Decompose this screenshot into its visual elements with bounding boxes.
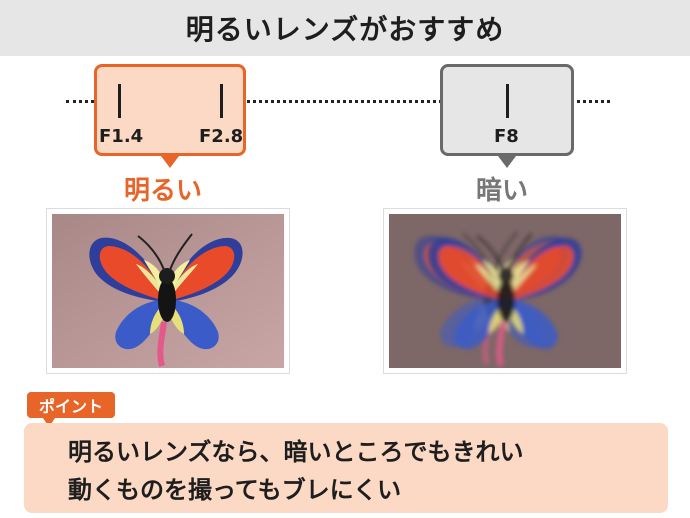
point-line-2: 動くものを撮ってもブレにくい — [68, 476, 402, 504]
tick-f1-4 — [118, 84, 121, 118]
tick-f2-8 — [220, 84, 223, 118]
stop-label-f1-4: F1.4 — [99, 126, 144, 147]
tick-f8 — [506, 84, 509, 118]
point-badge: ポイント — [27, 392, 116, 418]
point-badge-tail — [43, 418, 55, 427]
bright-caption: 明るい — [124, 176, 203, 206]
photo-blurred-butterfly — [383, 208, 627, 374]
butterfly-image-blurred — [389, 214, 621, 368]
stop-label-f2-8: F2.8 — [199, 126, 244, 147]
point-line-1: 明るいレンズなら、暗いところでもきれい — [68, 438, 524, 466]
bright-box-pointer — [161, 156, 179, 168]
page-title: 明るいレンズがおすすめ — [185, 13, 505, 46]
aperture-scale-line — [66, 100, 610, 103]
dark-caption: 暗い — [476, 176, 529, 206]
photo-sharp-butterfly — [46, 208, 290, 374]
butterfly-image-sharp — [52, 214, 284, 368]
stop-label-f8: F8 — [494, 126, 519, 147]
dark-box-pointer — [498, 156, 516, 168]
point-box: 明るいレンズなら、暗いところでもきれい 動くものを撮ってもブレにくい — [24, 423, 668, 513]
title-bar: 明るいレンズがおすすめ — [0, 0, 690, 56]
